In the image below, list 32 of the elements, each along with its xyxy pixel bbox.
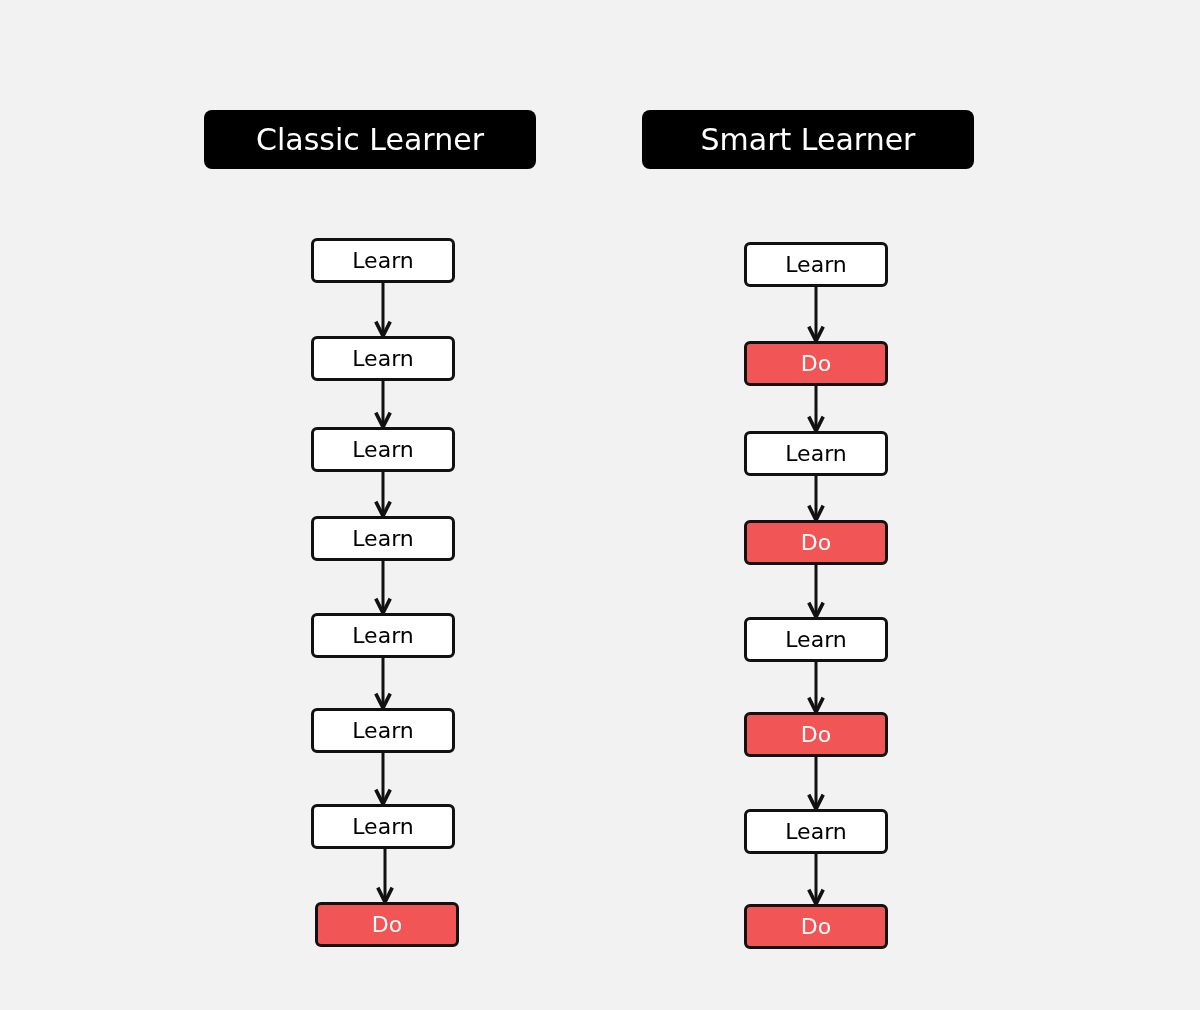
learn-step-box: Learn bbox=[311, 336, 455, 381]
arrow bbox=[374, 283, 392, 338]
do-step-box: Do bbox=[744, 520, 888, 565]
arrow bbox=[376, 849, 394, 904]
do-step-box: Do bbox=[744, 712, 888, 757]
learn-step-box: Learn bbox=[311, 613, 455, 658]
column-title: Smart Learner bbox=[642, 110, 974, 169]
arrow bbox=[807, 476, 825, 522]
do-step-box: Do bbox=[744, 904, 888, 949]
arrow bbox=[374, 658, 392, 710]
do-step-box: Do bbox=[315, 902, 459, 947]
arrow bbox=[807, 757, 825, 811]
arrow bbox=[807, 854, 825, 906]
arrow bbox=[807, 565, 825, 619]
learn-step-box: Learn bbox=[744, 809, 888, 854]
learn-step-box: Learn bbox=[744, 617, 888, 662]
arrow bbox=[807, 287, 825, 343]
learn-step-box: Learn bbox=[311, 708, 455, 753]
arrow bbox=[374, 561, 392, 615]
learn-step-box: Learn bbox=[311, 427, 455, 472]
arrow bbox=[374, 381, 392, 429]
learn-step-box: Learn bbox=[311, 238, 455, 283]
arrow bbox=[374, 753, 392, 806]
learn-step-box: Learn bbox=[744, 431, 888, 476]
column-title: Classic Learner bbox=[204, 110, 536, 169]
arrow bbox=[374, 472, 392, 518]
arrow bbox=[807, 662, 825, 714]
learn-step-box: Learn bbox=[744, 242, 888, 287]
arrow bbox=[807, 386, 825, 433]
learn-step-box: Learn bbox=[311, 516, 455, 561]
learn-step-box: Learn bbox=[311, 804, 455, 849]
do-step-box: Do bbox=[744, 341, 888, 386]
